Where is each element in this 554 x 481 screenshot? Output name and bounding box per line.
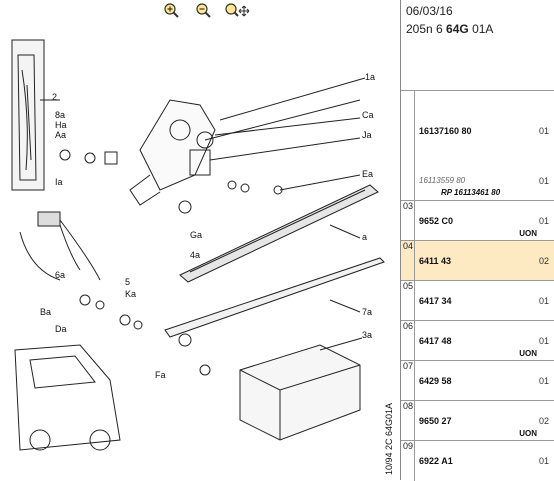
row-ref: 6922 A1 [419,456,453,466]
row-qty: 01 [539,296,550,306]
row-rp-ref: RP 16113461 80 [441,188,501,197]
parts-list-panel: 06/03/16 205n 6 64G 01A 16137160 80 01 1… [400,0,554,481]
label-ha: Ha [55,120,67,130]
row-qty: 01 [539,376,550,386]
row-index: 07 [401,361,415,401]
label-ka: Ka [125,289,136,299]
label-6a: 6a [55,270,65,280]
list-item[interactable]: 07 6429 58 01 [401,360,554,401]
label-aa: Aa [55,130,66,140]
list-item[interactable]: 16137160 80 01 16113559 80 01 RP 1611346… [401,90,554,201]
list-item[interactable]: 05 6417 34 01 [401,280,554,321]
row-alt-ref: 16113559 80 [419,176,466,185]
label-ca: Ca [362,110,374,120]
header-reference: 205n 6 64G 01A [406,22,493,36]
header-model: 205n 6 [406,22,443,36]
row-index: 05 [401,281,415,321]
label-a: a [362,232,367,242]
row-note: UON [519,349,537,358]
row-index: 08 [401,401,415,441]
label-da: Da [55,324,67,334]
row-qty: 01 [539,126,550,136]
row-qty: 01 [539,216,550,226]
label-2: 2 [52,92,57,102]
label-4a: 4a [190,250,200,260]
label-ia: Ia [55,177,63,187]
zoom-pan-icon[interactable] [224,2,252,20]
row-ref: 9652 C0 [419,216,454,226]
row-qty: 01 [539,456,550,466]
row-note: UON [519,429,537,438]
row-ref: 6417 48 [419,336,452,346]
list-item-selected[interactable]: 04 6411 43 02 [401,240,554,281]
row-ref: 6429 58 [419,376,452,386]
row-ref: 9650 27 [419,416,452,426]
label-ja: Ja [362,130,372,140]
diagram-toolbar [0,0,400,22]
row-index [401,91,415,201]
label-fa: Fa [155,370,166,380]
label-7a: 7a [362,307,372,317]
row-index: 03 [401,201,415,241]
label-8a: 8a [55,110,65,120]
header-date: 06/03/16 [406,4,453,18]
row-ref: 6417 34 [419,296,452,306]
row-alt-qty: 01 [539,176,550,186]
list-item[interactable]: 08 9650 27 02 UON [401,400,554,441]
label-3a: 3a [362,330,372,340]
row-ref: 16137160 80 [419,126,472,136]
label-ga: Ga [190,230,202,240]
label-ba: Ba [40,307,51,317]
row-ref: 6411 43 [419,256,452,266]
row-note: UON [519,229,537,238]
zoom-in-icon[interactable] [163,2,181,20]
row-qty: 01 [539,336,550,346]
row-qty: 02 [539,416,550,426]
label-5: 5 [125,277,130,287]
header-sub: 01A [472,22,494,36]
parts-diagram[interactable]: 1a 2 8a Ha Aa Ca Ja Ea Ia Ga 4a a 6a 5 K… [0,0,400,480]
zoom-out-icon[interactable] [195,2,213,20]
diagram-side-code: 10/94 2C 64G01A [384,403,394,475]
header-group: 64G [446,22,469,36]
exploded-view: 1a 2 8a Ha Aa Ca Ja Ea Ia Ga 4a a 6a 5 K… [11,39,394,475]
list-item[interactable]: 03 9652 C0 01 UON [401,200,554,241]
row-qty: 02 [539,256,550,266]
row-index: 09 [401,441,415,481]
list-item[interactable]: 06 6417 48 01 UON [401,320,554,361]
label-1a: 1a [365,72,375,82]
list-item[interactable]: 09 6922 A1 01 [401,440,554,481]
row-index: 06 [401,321,415,361]
row-index: 04 [401,241,415,281]
label-ea: Ea [362,169,373,179]
